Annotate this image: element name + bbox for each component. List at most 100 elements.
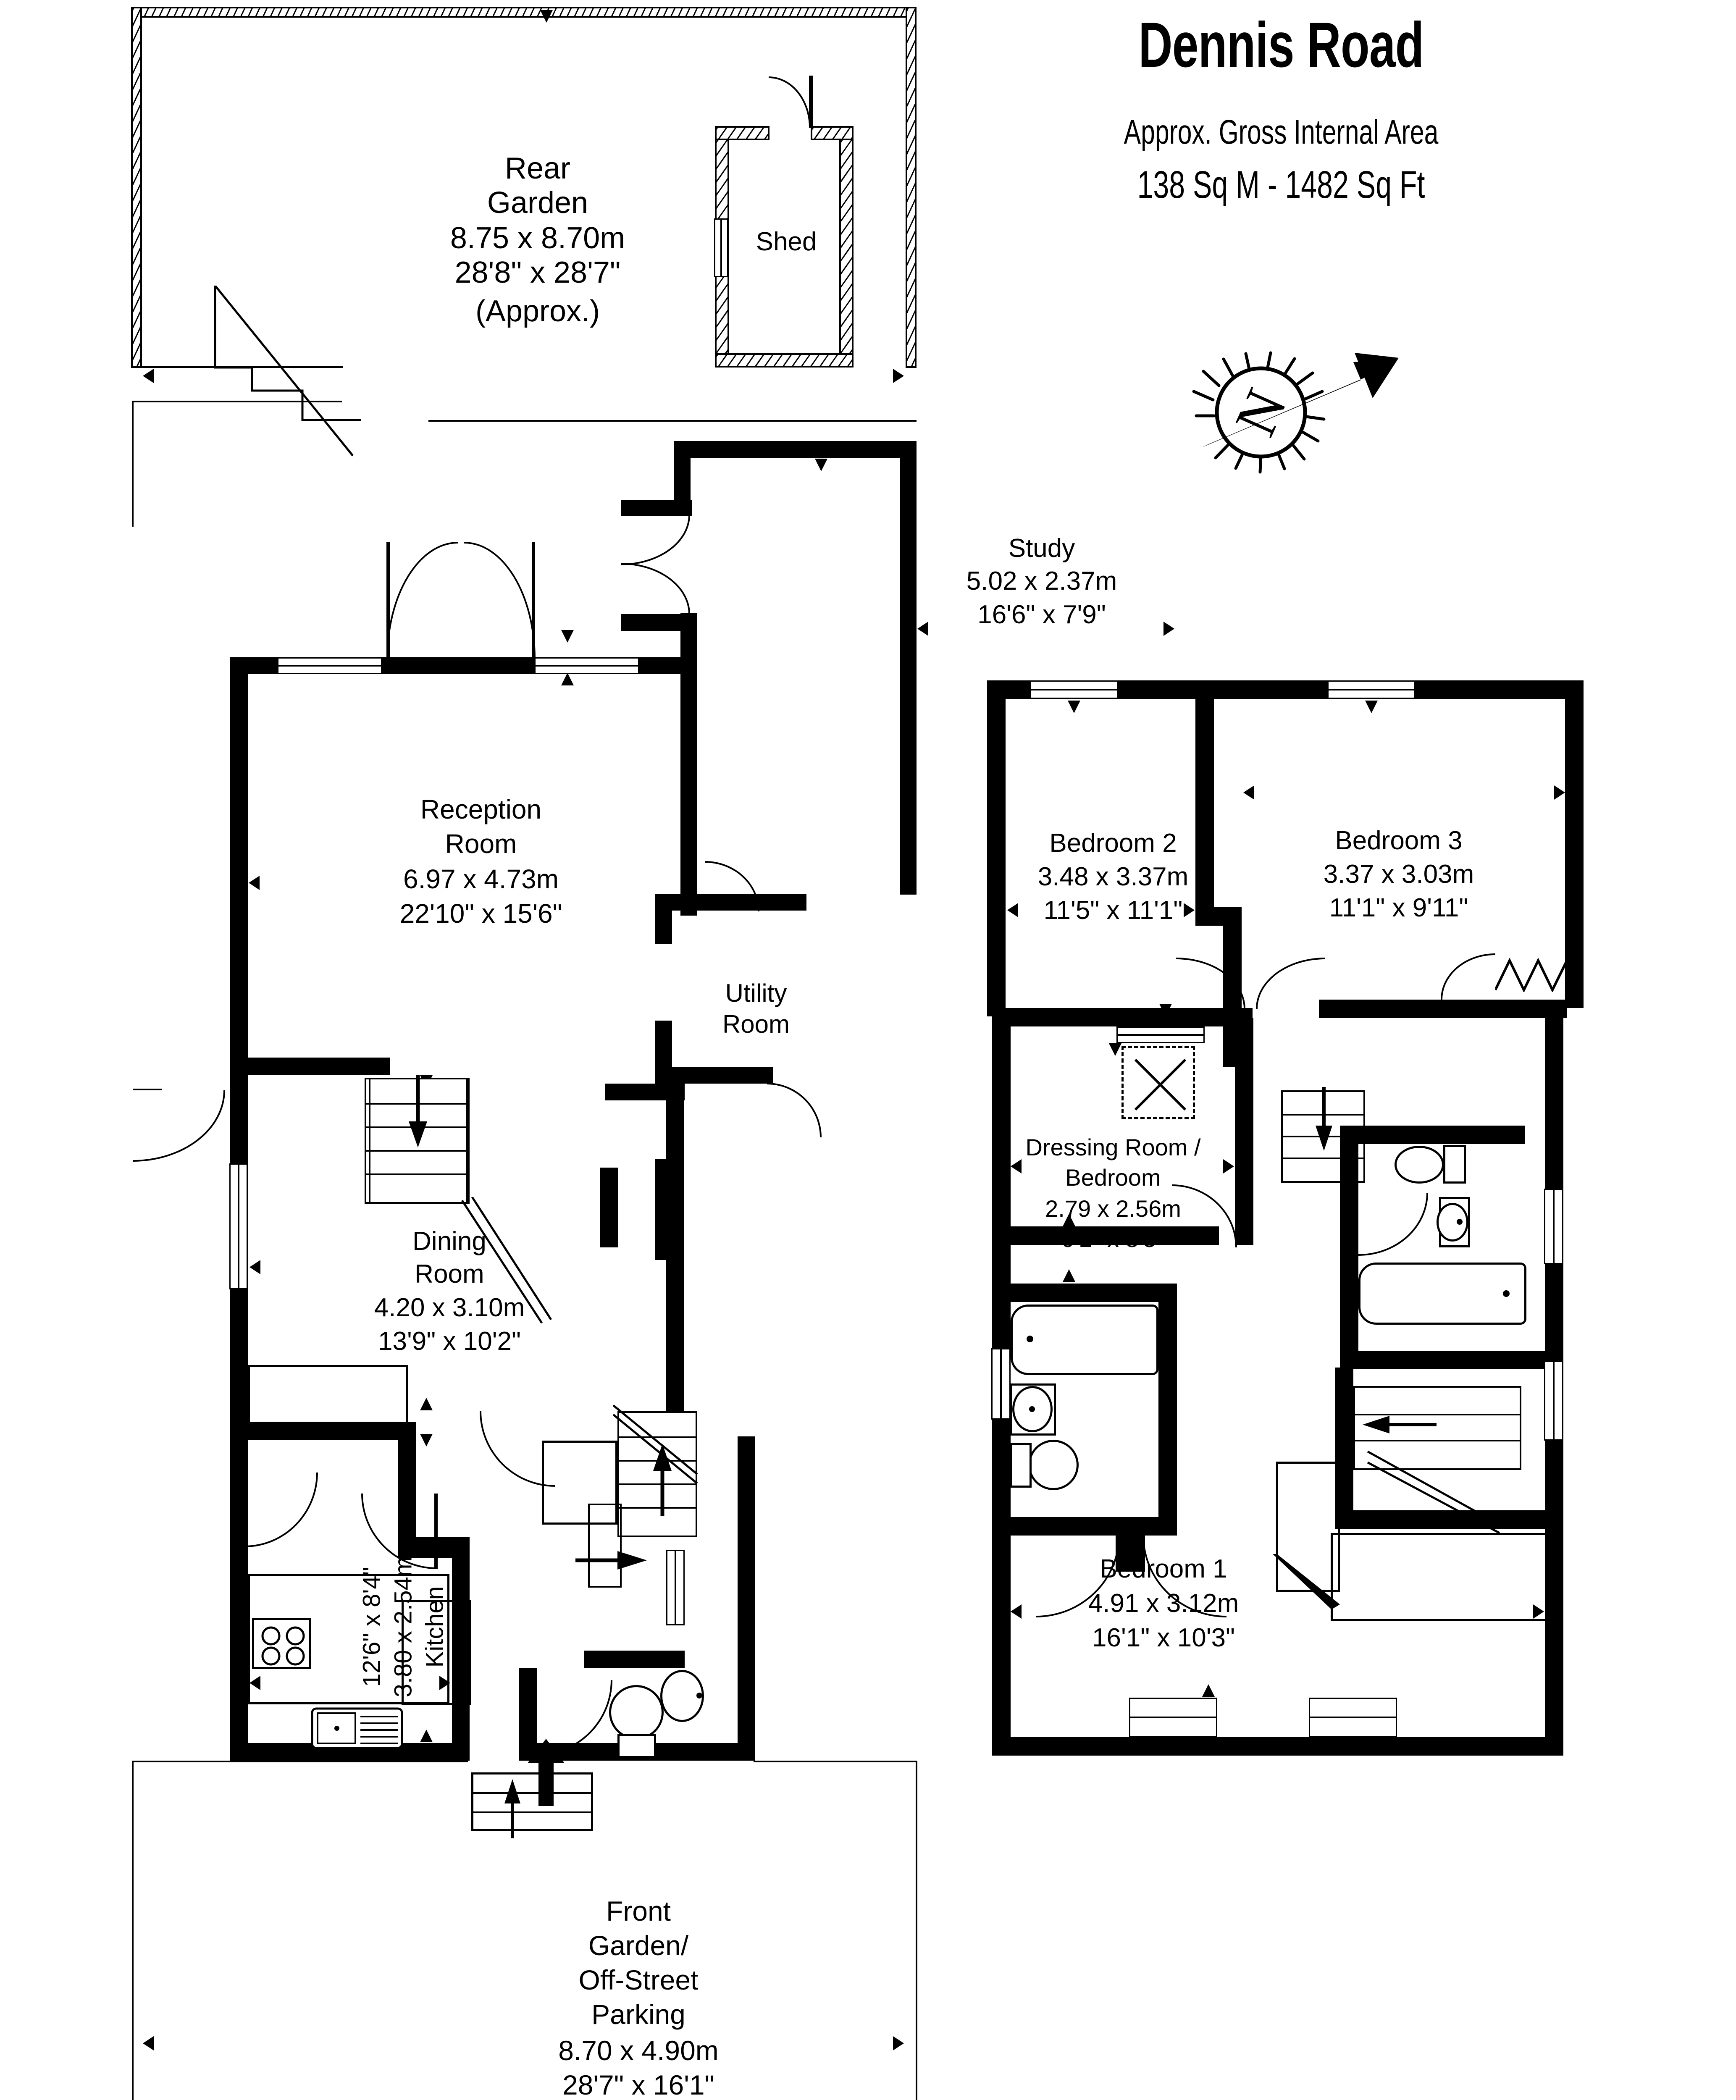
front-garden-label-line4: Parking — [591, 1999, 685, 2030]
front-plot-edge-top-left — [132, 1761, 468, 1762]
study-label: Study — [1008, 534, 1075, 563]
ff-stair-arrow-down — [1311, 1087, 1337, 1154]
garden-dim-arrow-right — [893, 369, 904, 383]
wc-wall-top — [584, 1651, 685, 1668]
landing-wall-upper-right — [1319, 1000, 1567, 1018]
study-wall-left-upper — [674, 441, 691, 508]
dining-dim-arrow-left — [250, 1260, 260, 1274]
bedroom3-imperial: 11'1" x 9'11" — [1329, 893, 1468, 922]
shed-window — [714, 218, 728, 277]
bedroom1-dim-arrow-right — [1533, 1604, 1544, 1619]
garden-break-line — [126, 285, 428, 462]
velux-skylight-icon — [1121, 1046, 1195, 1119]
dining-metric: 4.20 x 3.10m — [374, 1293, 525, 1322]
ff-wall-left-upper — [987, 680, 1006, 1016]
rear-garden-fence-right — [906, 7, 917, 368]
study-door-swing-upper — [621, 515, 690, 565]
stair-tread — [1355, 1440, 1520, 1441]
stair-tread — [1283, 1158, 1363, 1159]
front-garden-label-line1: Front — [606, 1895, 671, 1927]
ff-landing-wall-bottom — [1335, 1510, 1545, 1529]
reception-label-line1: Reception — [420, 794, 542, 824]
kitchen-island-worktop — [248, 1574, 449, 1704]
utility-wall-left2 — [655, 1021, 672, 1084]
rear-garden-imperial: 28'8" x 28'7" — [454, 256, 621, 289]
landing-wall-upper — [992, 1008, 1253, 1026]
bedroom1-dim-arrow-left — [1011, 1604, 1022, 1619]
kitchen-label: Kitchen — [421, 1586, 449, 1668]
front-garden-imperial: 28'7" x 16'1" — [562, 2069, 714, 2100]
reception-dim-arrow-top — [561, 630, 574, 643]
bedroom2-3-divider-upper — [1195, 699, 1214, 913]
reception-wall-left — [230, 657, 248, 1073]
front-steps-arrow — [500, 1773, 525, 1840]
bathroom-bath-plug — [1027, 1336, 1033, 1342]
hall-wall-right — [666, 1084, 684, 1436]
reception-dim-arrow-left — [249, 876, 260, 890]
ff-cupboard-door — [1273, 1554, 1344, 1613]
wc-toilet-bowl — [609, 1685, 664, 1740]
front-entrance-steps — [471, 1772, 593, 1831]
shed-label: Shed — [756, 227, 817, 256]
reception-dim-arrow-top2 — [561, 673, 574, 685]
dressing-label-line2: Bedroom — [1065, 1164, 1161, 1191]
study-door-swing-lower — [621, 563, 690, 614]
hall-wall-stub — [600, 1168, 618, 1247]
ensuite-wall-bottom — [1340, 1351, 1546, 1369]
kitchen-dim-arrow-bottom — [420, 1730, 433, 1742]
study-dim-arrow-top — [815, 459, 827, 471]
dining-dim-arrow-bottom — [420, 1398, 433, 1410]
utility-wall-bottom — [655, 1067, 773, 1084]
bathroom-wall-bottom — [992, 1517, 1177, 1536]
sink-icon — [311, 1707, 403, 1749]
bedroom3-window-arrow — [1365, 701, 1378, 713]
front-garden-label-line3: Off-Street — [578, 1964, 699, 1995]
utility-label-line1: Utility — [725, 979, 787, 1007]
bedroom1-window-left — [1129, 1698, 1217, 1737]
dressing-dim-arrow-bottom — [1063, 1214, 1075, 1226]
reception-metric: 6.97 x 4.73m — [403, 864, 559, 894]
bedroom2-imperial: 11'5" x 11'1" — [1043, 896, 1183, 925]
ensuite-bath-plug — [1503, 1290, 1510, 1297]
bedroom3-dim-arrow-right — [1554, 785, 1565, 800]
bedroom3-label: Bedroom 3 — [1335, 826, 1463, 855]
stair-tread — [619, 1507, 696, 1509]
reception-door-swing-right — [386, 542, 458, 659]
stair-tread — [619, 1436, 696, 1438]
front-garden-metric: 8.70 x 4.90m — [558, 2035, 719, 2066]
bedroom2-metric: 3.48 x 3.37m — [1037, 862, 1189, 891]
area-subtitle: Approx. Gross Internal Area — [1124, 113, 1439, 151]
plot-edge-left-upper — [132, 401, 134, 527]
rear-garden-metric: 8.75 x 8.70m — [450, 221, 625, 255]
rear-garden-note: (Approx.) — [475, 294, 600, 328]
bedroom2-window — [1030, 680, 1118, 699]
bedroom1-window-right — [1309, 1698, 1397, 1737]
kitchen-wall-right — [452, 1558, 470, 1760]
bedroom3-door-swing — [1256, 958, 1325, 1009]
reception-door-leaf-right — [532, 542, 535, 659]
bedroom3-dim-arrow-left — [1243, 785, 1254, 800]
bathroom-window — [991, 1348, 1011, 1420]
kitchen-worktop-top — [248, 1365, 408, 1424]
ensuite-bath — [1358, 1263, 1526, 1325]
ensuite-toilet-bowl — [1395, 1146, 1444, 1184]
bedroom1-window-arrow — [1202, 1684, 1215, 1697]
shed-wall-top-right — [811, 126, 854, 140]
ensuite-basin — [1437, 1203, 1468, 1242]
dressing-window — [1116, 1026, 1205, 1043]
study-imperial: 16'6" x 7'9" — [977, 600, 1106, 629]
hob-icon — [252, 1618, 311, 1669]
utility-wall-top — [655, 894, 806, 911]
kitchen-dim-arrow-right — [439, 1676, 450, 1690]
bedroom1-metric: 4.91 x 3.12m — [1088, 1589, 1239, 1618]
bathroom-window-arrow — [1063, 1269, 1075, 1282]
front-plot-dim-arrow-right — [893, 2036, 904, 2050]
bedroom2-dim-arrow-right — [1184, 903, 1195, 917]
study-wall-right — [900, 441, 917, 895]
shed-wall-top-left — [715, 126, 770, 140]
understair-cupboard — [588, 1504, 622, 1588]
bathroom-wall-top — [992, 1284, 1177, 1302]
rear-stair-diagonal — [612, 1403, 701, 1495]
entrance-door-swing — [480, 1411, 555, 1487]
front-plot-edge-top-right — [754, 1761, 917, 1762]
